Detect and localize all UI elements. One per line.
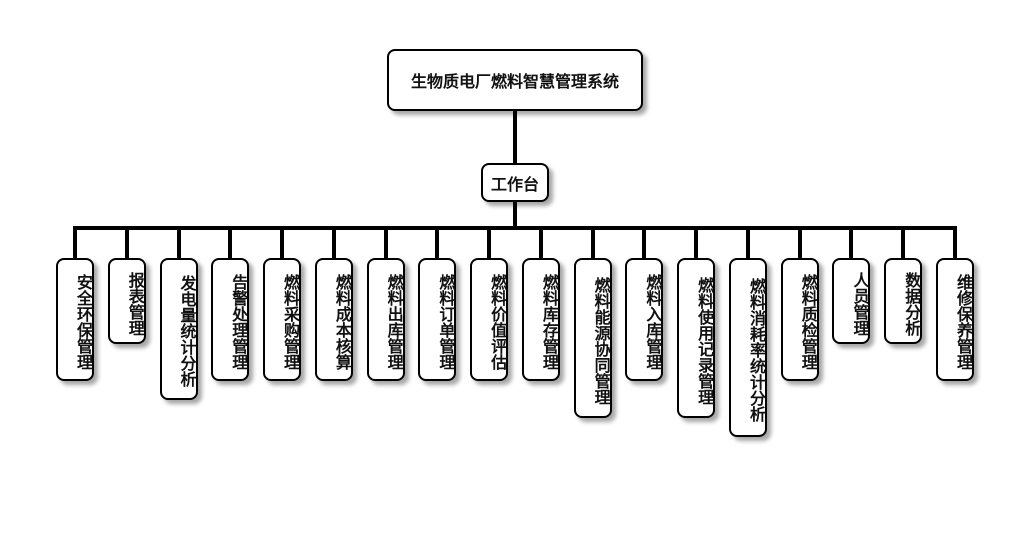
module-node[interactable]: 燃料订单管理 [418,258,457,381]
module-node[interactable]: 燃料成本核算 [314,258,353,381]
hub-node-label: 工作台 [490,174,539,194]
module-node-label: 燃料出库管理 [384,274,404,370]
module-node[interactable]: 燃料价值评估 [470,258,509,381]
module-node[interactable]: 燃料使用记录管理 [677,258,716,418]
module-node-label: 燃料采购管理 [281,274,301,370]
module-node-label: 发电量统计分析 [177,275,197,388]
module-node[interactable]: 燃料采购管理 [263,258,302,381]
module-node-label: 报表管理 [125,271,145,336]
module-node[interactable]: 燃料库存管理 [521,258,560,381]
module-node-label: 数据分析 [902,271,922,336]
module-node[interactable]: 燃料质检管理 [780,258,819,381]
connector-module [849,228,854,258]
module-node-label: 告警处理管理 [229,274,249,370]
module-node-label: 安全环保管理 [74,274,93,370]
module-node-label: 燃料能源协同管理 [591,276,611,405]
module-node-label: 人员管理 [850,271,870,336]
connector-module [435,228,440,258]
module-node-label: 维修保养管理 [954,274,973,370]
module-node[interactable]: 人员管理 [832,258,871,344]
connector-module [383,228,388,258]
connector-module [694,228,699,258]
module-node[interactable]: 发电量统计分析 [159,258,198,400]
connector-module [797,228,802,258]
module-node[interactable]: 燃料出库管理 [366,258,405,381]
connector-module [745,228,750,258]
connector-module [642,228,647,258]
hub-node-workbench[interactable]: 工作台 [481,163,549,202]
module-node[interactable]: 报表管理 [107,258,146,344]
connector-module [538,228,543,258]
connector-module [280,228,285,258]
module-node-label: 燃料消耗率统计分析 [746,277,766,422]
connector-hub-bus [513,202,517,228]
module-node-label: 燃料入库管理 [643,274,663,370]
module-node-label: 燃料质检管理 [798,274,818,370]
module-node[interactable]: 安全环保管理 [56,258,94,381]
root-node-label: 生物质电厂燃料智慧管理系统 [410,72,619,91]
module-node-label: 燃料库存管理 [539,274,559,370]
connector-bus [73,226,957,230]
connector-module [953,228,957,258]
module-node[interactable]: 数据分析 [884,258,923,344]
connector-module [176,228,181,258]
connector-module [228,228,233,258]
connector-module [590,228,595,258]
module-node-label: 燃料价值评估 [488,274,508,370]
connector-module [73,228,77,258]
connector-module [124,228,129,258]
connector-root-hub [513,111,517,163]
root-node[interactable]: 生物质电厂燃料智慧管理系统 [387,49,643,111]
module-node[interactable]: 燃料消耗率统计分析 [728,258,767,437]
module-node[interactable]: 燃料能源协同管理 [573,258,612,418]
module-node-label: 燃料成本核算 [332,274,352,370]
module-node[interactable]: 燃料入库管理 [625,258,664,381]
module-node[interactable]: 维修保养管理 [936,258,974,381]
module-node-label: 燃料订单管理 [436,274,456,370]
connector-module [487,228,492,258]
module-node[interactable]: 告警处理管理 [211,258,250,381]
connector-module [331,228,336,258]
connector-module [901,228,906,258]
module-node-label: 燃料使用记录管理 [695,276,715,405]
